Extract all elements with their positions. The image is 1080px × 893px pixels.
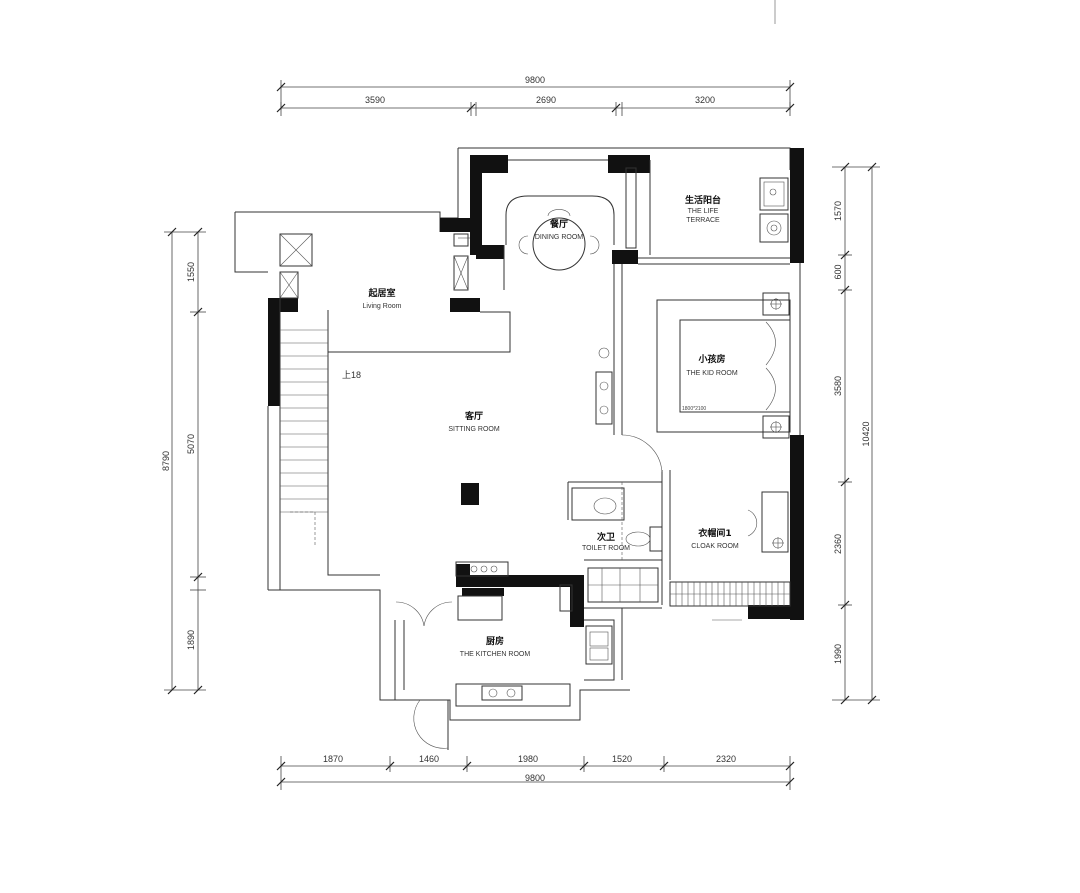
utility-shaft bbox=[279, 233, 313, 299]
stairs-up-label: 上18 bbox=[342, 370, 361, 380]
bottom-total-dim: 9800 bbox=[525, 773, 545, 783]
bottom-dim-4: 1520 bbox=[612, 754, 632, 764]
cloak-room-cn: 衣帽间1 bbox=[698, 527, 731, 539]
kid-bed bbox=[656, 292, 791, 439]
top-dim-2: 2690 bbox=[536, 95, 556, 105]
bottom-dim-3: 1980 bbox=[518, 754, 538, 764]
dining-room-en: DINING ROOM bbox=[535, 234, 583, 241]
bottom-dimension-lines bbox=[276, 756, 795, 790]
kid-room-cn: 小孩房 bbox=[697, 353, 725, 365]
bottom-dim-1: 1870 bbox=[323, 754, 343, 764]
staircase bbox=[280, 329, 328, 545]
cloak-room-en: CLOAK ROOM bbox=[691, 543, 739, 550]
living-room-cn: 起居室 bbox=[367, 287, 395, 299]
bed-size-label: 1800*2100 bbox=[682, 406, 706, 412]
right-dim-3: 3580 bbox=[833, 376, 843, 396]
sitting-fixtures bbox=[453, 233, 663, 505]
kitchen-fixtures bbox=[395, 561, 613, 701]
top-dim-1: 3590 bbox=[365, 95, 385, 105]
kid-room-en: THE KID ROOM bbox=[686, 370, 738, 377]
top-dim-3: 3200 bbox=[695, 95, 715, 105]
terrace-cn: 生活阳台 bbox=[685, 194, 721, 206]
walls bbox=[268, 148, 804, 627]
left-dim-1: 1550 bbox=[186, 262, 196, 282]
toilet-room-cn: 次卫 bbox=[597, 531, 615, 543]
cloak-wardrobe bbox=[669, 491, 791, 621]
terrace-en-2: TERRACE bbox=[686, 217, 720, 224]
sitting-room-cn: 客厅 bbox=[464, 410, 483, 422]
right-dim-1: 1570 bbox=[833, 201, 843, 221]
right-dim-5: 1990 bbox=[833, 644, 843, 664]
toilet-fixtures bbox=[559, 482, 663, 612]
dining-table bbox=[505, 195, 615, 271]
bottom-dim-5: 2320 bbox=[716, 754, 736, 764]
left-dim-2: 5070 bbox=[186, 434, 196, 454]
toilet-room-en: TOILET ROOM bbox=[582, 545, 630, 552]
right-total-dim: 10420 bbox=[861, 421, 871, 446]
right-dim-2: 600 bbox=[833, 264, 843, 279]
top-dimension-lines bbox=[276, 80, 795, 116]
terrace-fixtures bbox=[625, 167, 789, 249]
bottom-dim-2: 1460 bbox=[419, 754, 439, 764]
right-dimension-lines bbox=[832, 162, 880, 705]
left-dim-3: 1890 bbox=[186, 630, 196, 650]
kitchen-en: THE KITCHEN ROOM bbox=[460, 651, 531, 658]
right-dim-4: 2360 bbox=[833, 534, 843, 554]
room-labels: 餐厅 DINING ROOM 生活阳台 THE LIFE TERRACE 起居室… bbox=[363, 194, 739, 658]
interior-lines bbox=[267, 159, 790, 750]
kitchen-cn: 厨房 bbox=[486, 635, 504, 647]
left-dimension-lines bbox=[164, 227, 206, 695]
dining-room-cn: 餐厅 bbox=[549, 218, 568, 230]
terrace-en-1: THE LIFE bbox=[688, 208, 719, 215]
sitting-room-en: SITTING ROOM bbox=[448, 426, 500, 433]
living-room-en: Living Room bbox=[363, 303, 402, 310]
top-total-dim: 9800 bbox=[525, 75, 545, 85]
left-total-dim: 8790 bbox=[161, 451, 171, 471]
